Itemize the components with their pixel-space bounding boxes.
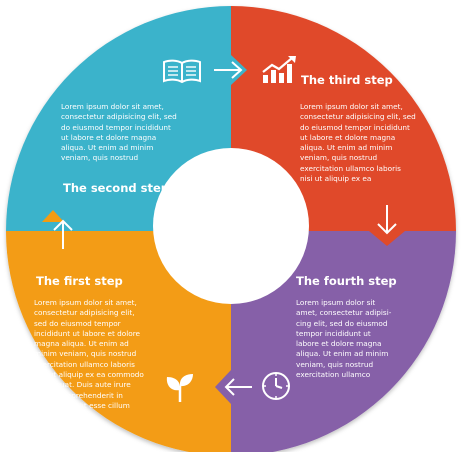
- clock-icon: [262, 372, 290, 400]
- step3-text: Lorem ipsum dolor sit amet, consectetur …: [300, 102, 416, 184]
- step4-text: Lorem ipsum dolor sit amet, consectetur …: [296, 298, 392, 380]
- arrow-up-icon: [53, 219, 73, 249]
- notch-third-to-fourth: [369, 231, 405, 246]
- step1-text: Lorem ipsum dolor sit amet, consectetur …: [34, 298, 144, 410]
- leaf-icon: [166, 374, 193, 402]
- arrow-right-icon: [214, 61, 243, 79]
- arrow-left-icon: [224, 378, 252, 396]
- center-hole: [153, 148, 309, 304]
- chart-growth-icon: [262, 56, 296, 83]
- step2-text: Lorem ipsum dolor sit amet, consectetur …: [61, 102, 177, 163]
- step3-title: The third step: [301, 73, 393, 87]
- segment-fourth-step: [231, 231, 456, 452]
- step1-title: The first step: [36, 274, 123, 288]
- arrow-down-icon: [377, 205, 397, 235]
- step4-title: The fourth step: [296, 274, 397, 288]
- notch-fourth-to-first: [215, 370, 231, 404]
- notch-first-to-second: [42, 210, 64, 222]
- segment-first-step: [6, 231, 231, 452]
- step2-title: The second step: [63, 181, 169, 195]
- book-icon: [163, 59, 201, 84]
